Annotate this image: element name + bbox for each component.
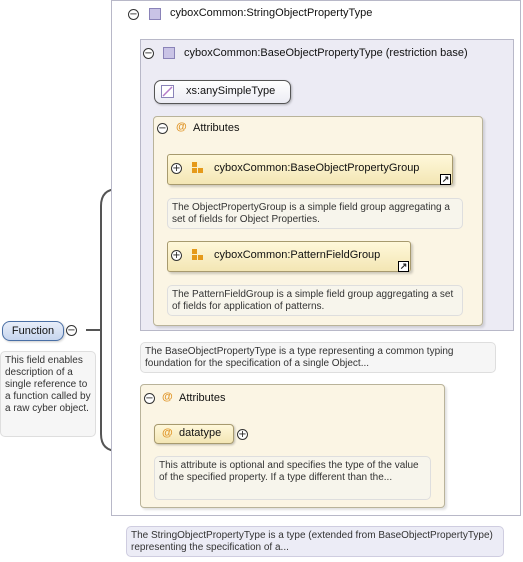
datatype-doc-text: This attribute is optional and specifies… [154, 456, 431, 500]
function-doc-text: This field enables description of a sing… [0, 351, 96, 437]
datatype-attribute-node[interactable] [154, 424, 234, 444]
group-doc-text: The PatternFieldGroup is a simple field … [167, 285, 463, 316]
attribute-icon: @ [162, 391, 173, 403]
function-element-node[interactable]: Function [2, 321, 64, 341]
group-doc-text: The ObjectPropertyGroup is a simple fiel… [167, 198, 463, 229]
jump-link-icon[interactable]: ↗ [398, 261, 409, 272]
collapse-base-type-icon[interactable]: − [143, 48, 154, 59]
expand-pattern-field-group-icon[interactable]: + [171, 250, 182, 261]
expand-datatype-icon[interactable]: + [237, 429, 248, 440]
base-object-property-group-node[interactable] [167, 154, 453, 185]
collapse-string-type-icon[interactable]: − [128, 9, 139, 20]
string-type-doc-text: The StringObjectPropertyType is a type (… [126, 526, 504, 557]
complex-type-icon [149, 8, 161, 20]
base-type-title: cyboxCommon:BaseObjectPropertyType (rest… [184, 47, 468, 59]
simple-type-node[interactable] [154, 80, 291, 104]
complex-type-icon [163, 47, 175, 59]
attribute-group-icon [192, 249, 203, 261]
datatype-label: datatype [179, 427, 222, 439]
attributes-inner-label: Attributes [193, 122, 240, 134]
collapse-attributes-outer-icon[interactable]: − [144, 393, 155, 404]
string-type-title: cyboxCommon:StringObjectPropertyType [170, 7, 373, 19]
base-type-doc-text: The BaseObjectPropertyType is a type rep… [140, 342, 496, 373]
attribute-group-icon [192, 162, 203, 174]
simple-type-icon [161, 85, 174, 98]
group-name-label: cyboxCommon:BaseObjectPropertyGroup [214, 162, 420, 174]
pattern-field-group-node[interactable] [167, 241, 411, 272]
attributes-outer-label: Attributes [179, 392, 226, 404]
collapse-function-icon[interactable]: − [66, 325, 77, 336]
collapse-attributes-inner-icon[interactable]: − [157, 123, 168, 134]
expand-base-object-property-group-icon[interactable]: + [171, 163, 182, 174]
attribute-icon: @ [162, 427, 173, 439]
group-name-label: cyboxCommon:PatternFieldGroup [214, 249, 381, 261]
jump-link-icon[interactable]: ↗ [440, 174, 451, 185]
simple-type-label: xs:anySimpleType [186, 85, 276, 97]
attribute-icon: @ [176, 121, 187, 133]
